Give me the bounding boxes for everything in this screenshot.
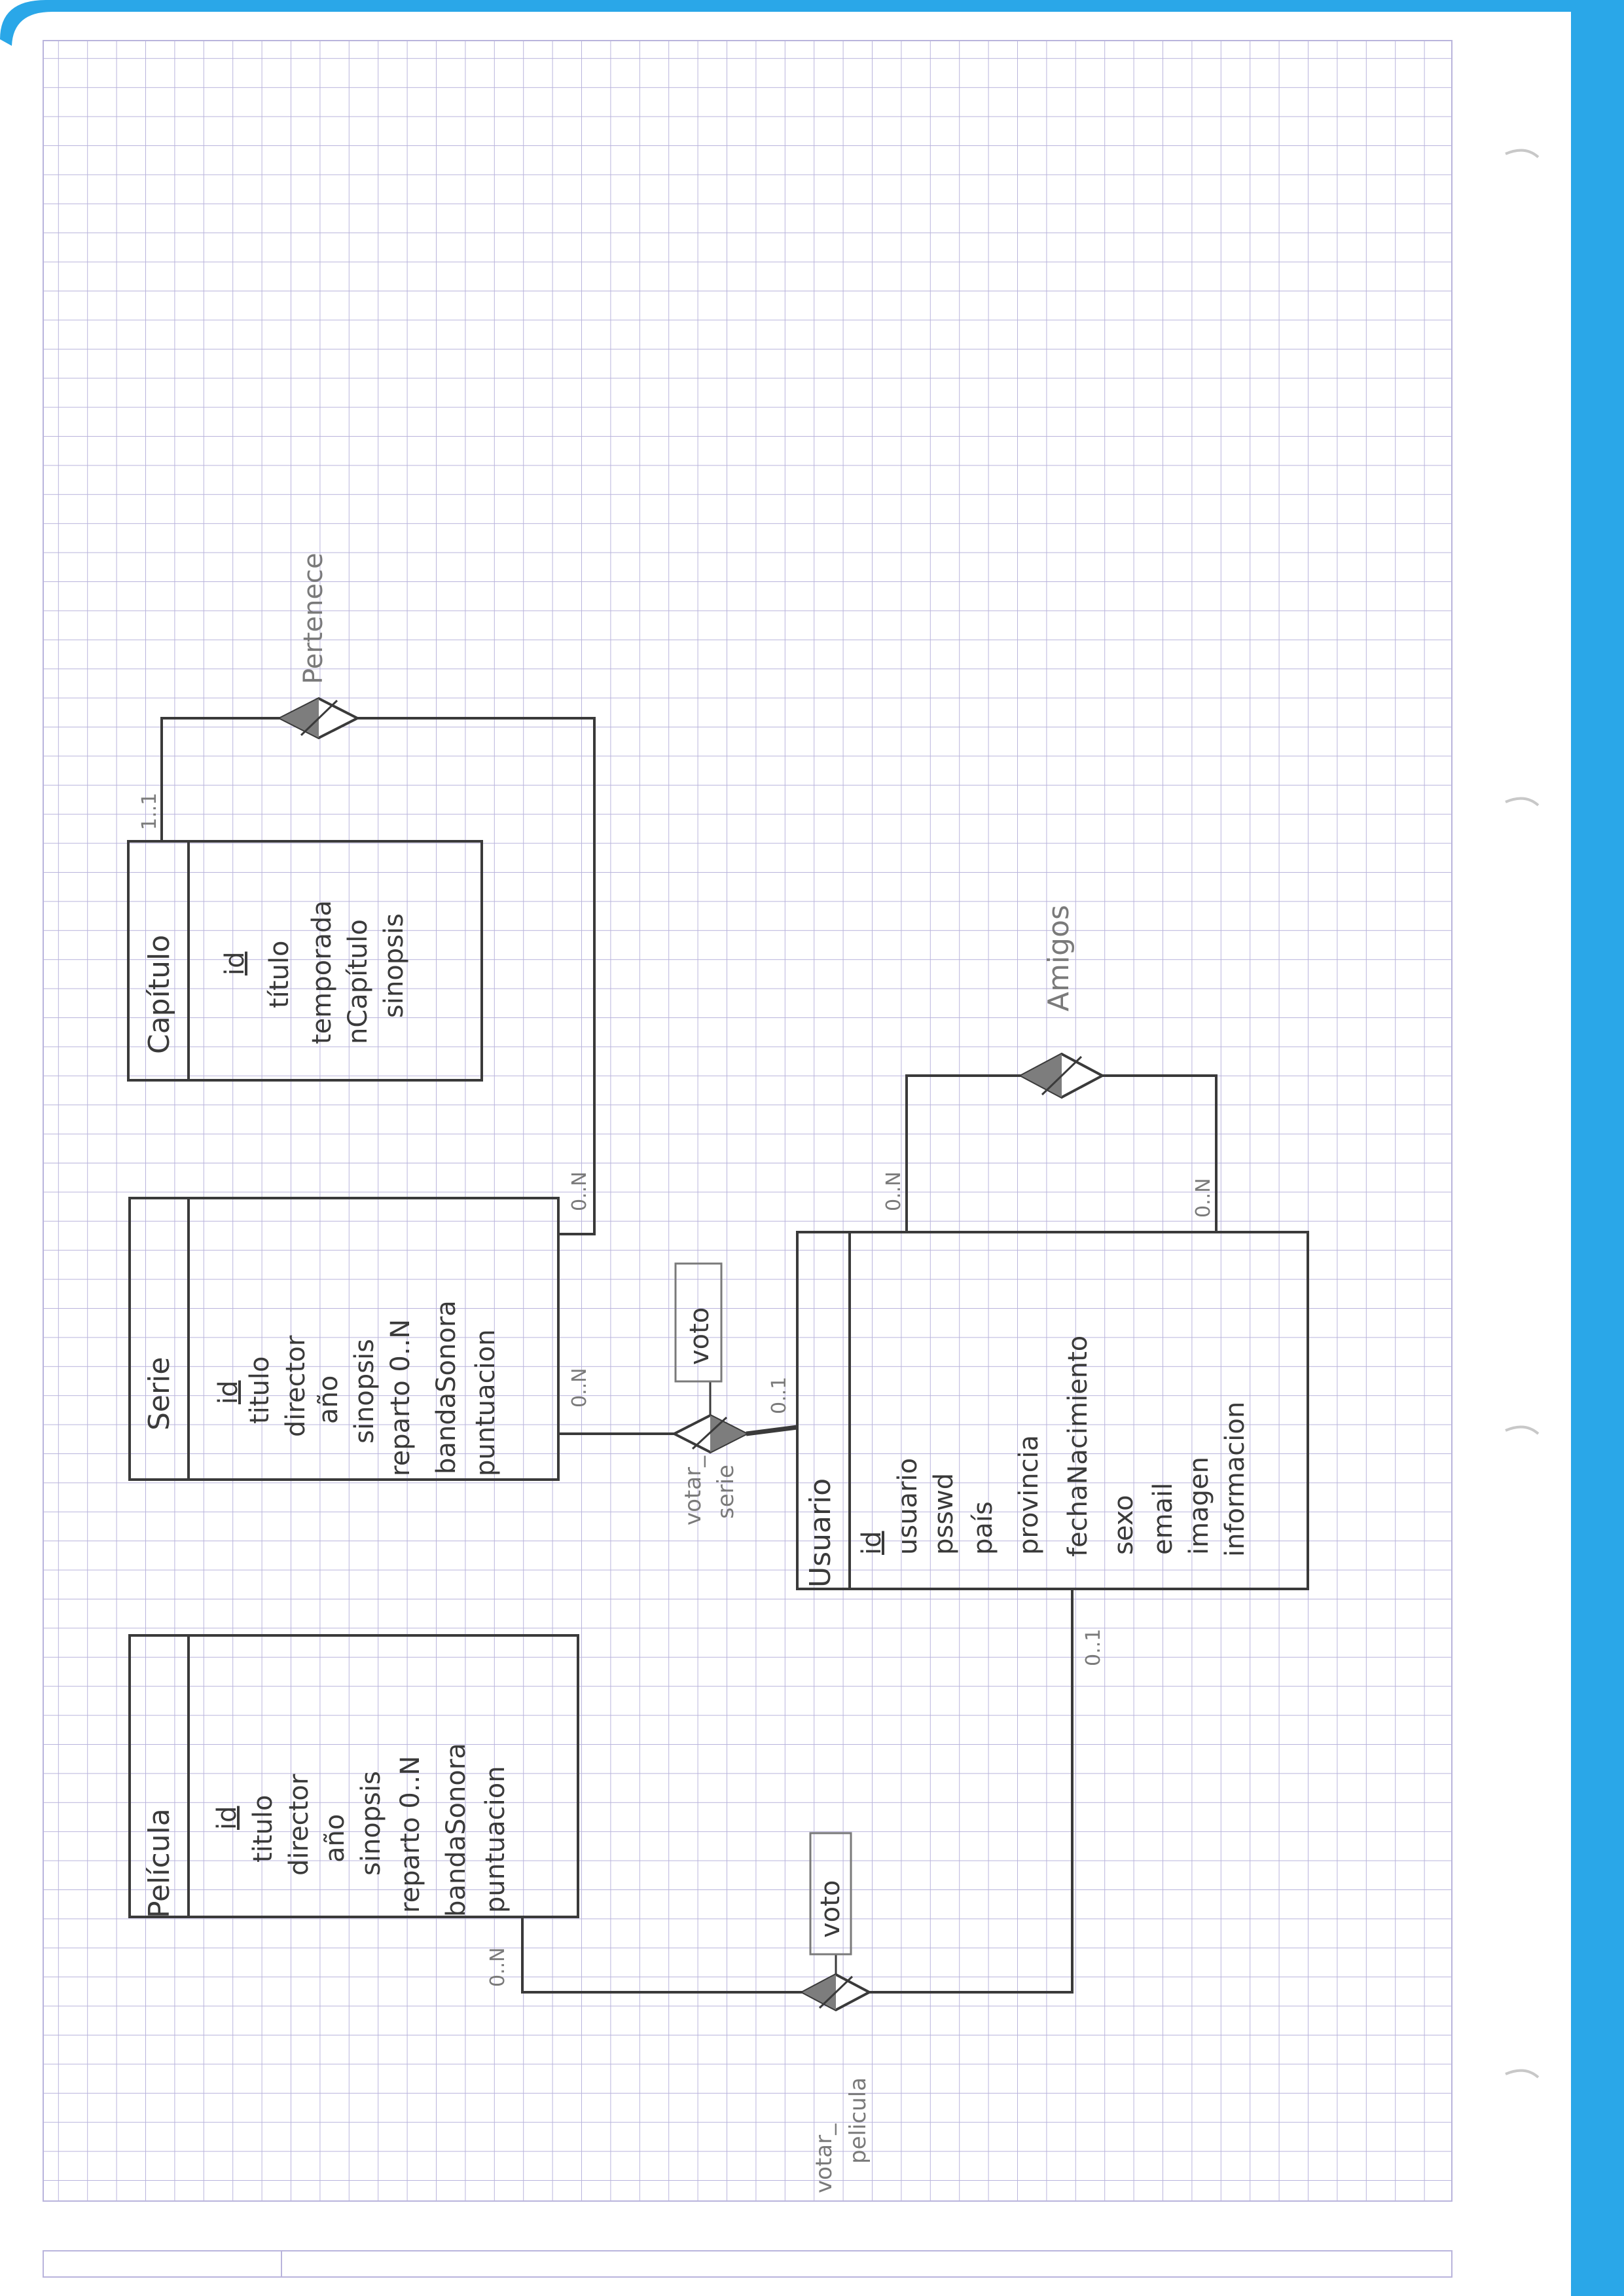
cardinality-usuario-votar-serie: 0..1 xyxy=(768,1377,791,1414)
cardinality-usuario-votar-pelicula: 0..1 xyxy=(1082,1629,1105,1666)
capitulo-attr-temporada: temporada xyxy=(307,900,337,1044)
cardinality-usuario-amigos-b: 0..N xyxy=(1192,1178,1215,1218)
votar-serie-line-usuario xyxy=(746,1425,798,1436)
votar-pelicula-line-pelicula xyxy=(521,1917,804,1994)
cardinality-usuario-amigos-a: 0..N xyxy=(882,1171,905,1211)
entity-usuario-box xyxy=(796,1231,1309,1590)
cardinality-capitulo-pertenece: 1..1 xyxy=(138,793,161,830)
usuario-attr-sexo: sexo xyxy=(1109,1495,1139,1555)
grid-paper xyxy=(43,40,1453,2202)
pelicula-attr-reparto: reparto 0..N xyxy=(395,1756,425,1913)
capitulo-attr-id: id xyxy=(220,951,250,975)
usuario-attr-id: id xyxy=(857,1531,887,1555)
cardinality-serie-pertenece: 0..N xyxy=(568,1171,591,1211)
usuario-attr-pais: país xyxy=(968,1501,998,1555)
relationship-pertenece: Pertenece 1..1 0..N xyxy=(138,553,596,1235)
usuario-attr-provincia: provincia xyxy=(1014,1435,1044,1555)
votar-serie-attr-voto: voto xyxy=(685,1307,715,1365)
pertenece-label: Pertenece xyxy=(298,553,329,684)
serie-attr-anio: año xyxy=(314,1376,344,1424)
usuario-attr-informacion: informacion xyxy=(1220,1402,1250,1557)
entity-pelicula-box xyxy=(128,1634,579,1918)
amigos-diamond-diagonal xyxy=(1041,1055,1083,1096)
serie-attr-bandasonora: bandaSonora xyxy=(431,1300,461,1474)
binder-hole-2 xyxy=(1505,797,1540,807)
cardinality-serie-votar: 0..N xyxy=(568,1368,591,1408)
pelicula-attr-sinopsis: sinopsis xyxy=(356,1771,386,1876)
votar-pelicula-diamond-diagonal xyxy=(818,1975,854,2009)
entity-pelicula: Película id titulo director año sinopsis… xyxy=(128,1634,579,1918)
relationship-votar-serie: voto votar_ serie 0..N 0..1 xyxy=(558,1262,798,1525)
binder-hole-1 xyxy=(1505,149,1540,158)
blue-margin-band xyxy=(1571,0,1624,2296)
entity-serie-box xyxy=(128,1197,560,1481)
pelicula-attr-anio: año xyxy=(320,1814,350,1863)
entity-usuario: Usuario id usuario psswd país provincia … xyxy=(796,1231,1309,1590)
votar-serie-diamond-diagonal xyxy=(691,1416,728,1450)
binder-hole-4 xyxy=(1505,2069,1540,2079)
usuario-attr-psswd: psswd xyxy=(929,1473,959,1555)
pertenece-diamond-diagonal xyxy=(300,699,338,737)
usuario-attr-imagen: imagen xyxy=(1184,1457,1214,1555)
votar-pelicula-attr-box xyxy=(809,1832,852,1956)
amigos-label: Amigos xyxy=(1042,905,1075,1011)
votar-serie-label-line2: serie xyxy=(713,1465,739,1519)
relationship-amigos: Amigos 0..N 0..N xyxy=(882,905,1218,1232)
entity-serie: Serie id titulo director año sinopsis re… xyxy=(128,1197,560,1481)
entity-capitulo-title: Capítulo xyxy=(143,935,176,1054)
votar-pelicula-attr-voto: voto xyxy=(816,1880,846,1938)
votar-serie-attr-box xyxy=(674,1262,723,1383)
cardinality-pelicula-votar: 0..N xyxy=(486,1947,509,1987)
capitulo-attr-sinopsis: sinopsis xyxy=(379,913,409,1018)
relationship-votar-pelicula: voto votar_ pelicula 0..N 0..1 xyxy=(486,1589,1105,2193)
serie-attr-id: id xyxy=(213,1380,244,1404)
usuario-attr-email: email xyxy=(1148,1483,1178,1555)
pelicula-attr-id: id xyxy=(212,1806,242,1830)
entity-capitulo: Capítulo id título temporada nCapítulo s… xyxy=(127,840,483,1082)
pelicula-attr-puntuacion: puntuacion xyxy=(480,1766,511,1913)
usuario-attr-usuario: usuario xyxy=(893,1458,923,1555)
serie-attr-director: director xyxy=(281,1335,311,1437)
entity-usuario-title: Usuario xyxy=(804,1478,837,1588)
serie-attr-puntuacion: puntuacion xyxy=(471,1329,501,1476)
usuario-attr-fechanacimiento: fechaNacimiento xyxy=(1063,1336,1093,1557)
capitulo-attr-ncapitulo: nCapítulo xyxy=(343,919,373,1044)
capitulo-attr-titulo: título xyxy=(264,941,295,1008)
serie-attr-sinopsis: sinopsis xyxy=(350,1339,380,1444)
pelicula-attr-titulo: titulo xyxy=(248,1795,278,1863)
pelicula-attr-director: director xyxy=(284,1774,314,1876)
entity-serie-title: Serie xyxy=(143,1357,176,1430)
votar-serie-label-line1: votar_ xyxy=(680,1455,706,1525)
blue-top-edge xyxy=(0,0,1571,46)
votar-pelicula-label-line1: votar_ xyxy=(811,2123,837,2193)
serie-attr-titulo: titulo xyxy=(245,1357,275,1424)
pertenece-line xyxy=(160,717,596,1235)
serie-attr-reparto: reparto 0..N xyxy=(386,1319,416,1476)
entity-pelicula-title: Película xyxy=(143,1808,176,1918)
pelicula-attr-bandasonora: bandaSonora xyxy=(441,1743,471,1917)
votar-pelicula-line-usuario xyxy=(868,1589,1074,1994)
votar-pelicula-label-line2: pelicula xyxy=(845,2077,871,2164)
footer-box xyxy=(43,2250,1453,2278)
binder-hole-3 xyxy=(1505,1425,1540,1435)
entity-capitulo-box xyxy=(127,840,483,1082)
